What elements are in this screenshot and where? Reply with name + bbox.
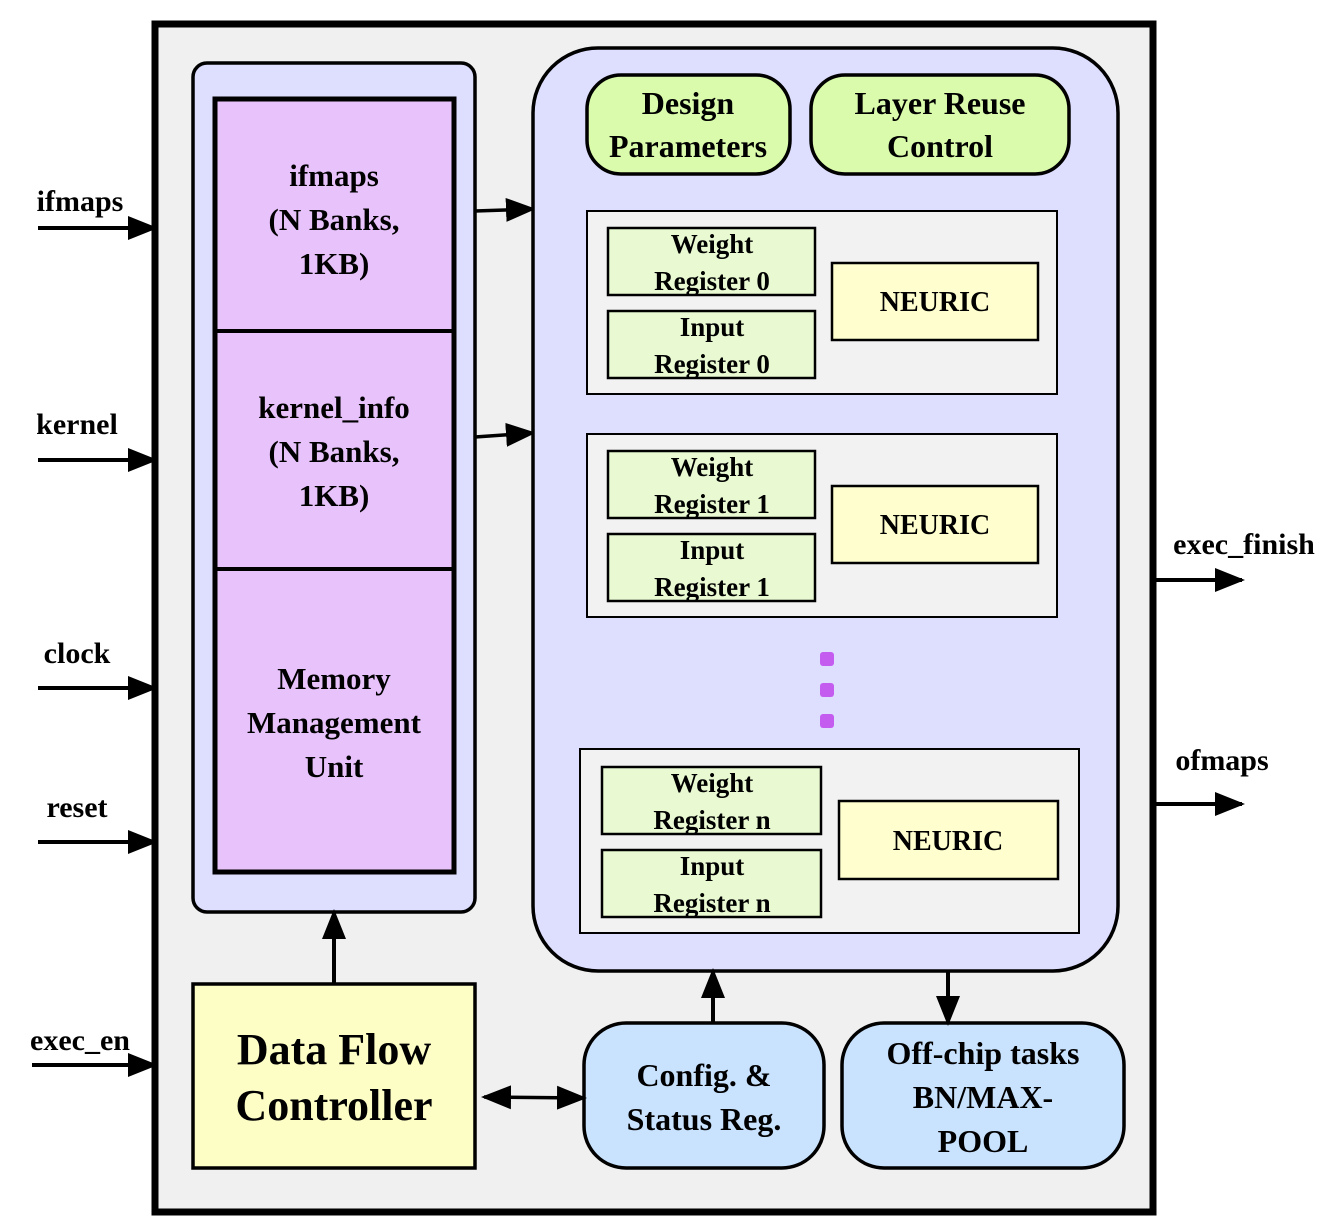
weight-register-1: [606, 449, 817, 520]
svg-text:Weight: Weight: [671, 768, 754, 798]
signal-label-clock: clock: [44, 637, 111, 670]
weight-register-0: [606, 226, 817, 297]
memory-management-unit: Memory Management Unit: [247, 661, 422, 784]
svg-text:NEURIC: NEURIC: [893, 826, 1003, 857]
svg-text:BN/MAX-: BN/MAX-: [913, 1079, 1053, 1115]
svg-text:Data Flow: Data Flow: [237, 1025, 432, 1074]
signal-label-kernel: kernel: [36, 408, 118, 441]
offchip-tasks-box: Off-chip tasks BN/MAX- POOL: [840, 1021, 1126, 1170]
svg-text:1KB): 1KB): [299, 478, 370, 513]
memory-to-compute-arrows: [474, 197, 536, 447]
svg-text:Input: Input: [680, 535, 745, 565]
signal-label-exec-finish: exec_finish: [1173, 528, 1315, 561]
memory-stack: [212, 96, 457, 875]
svg-text:Register 0: Register 0: [654, 349, 770, 379]
data-flow-controller-box: Data Flow Controller: [191, 982, 477, 1170]
input-register-1: [606, 532, 817, 603]
svg-text:(N Banks,: (N Banks,: [269, 202, 400, 237]
weight-register-n: [600, 765, 823, 836]
svg-text:Input: Input: [680, 851, 745, 881]
signal-label-reset: reset: [46, 791, 107, 824]
svg-text:Controller: Controller: [235, 1081, 432, 1130]
svg-text:Register 1: Register 1: [654, 572, 770, 602]
svg-text:Register 0: Register 0: [654, 266, 770, 296]
neuric-core-1: [830, 484, 1040, 565]
svg-text:Parameters: Parameters: [609, 128, 767, 164]
svg-text:Register n: Register n: [653, 888, 770, 918]
layer-reuse-control-box: Layer Reuse Control: [809, 73, 1071, 176]
svg-text:Weight: Weight: [671, 452, 754, 482]
svg-text:Design: Design: [642, 85, 735, 121]
svg-text:POOL: POOL: [938, 1123, 1029, 1159]
svg-text:NEURIC: NEURIC: [880, 510, 990, 541]
pe-unit-1: Weight Register 1 Input Register 1 NEURI…: [586, 433, 1058, 618]
svg-text:Status Reg.: Status Reg.: [627, 1101, 782, 1137]
memory-kernel-info: kernel_info (N Banks, 1KB): [258, 390, 410, 513]
svg-text:Register n: Register n: [653, 805, 770, 835]
signal-label-ifmaps: ifmaps: [37, 185, 124, 218]
input-register-0: [606, 309, 817, 380]
svg-text:NEURIC: NEURIC: [880, 287, 990, 318]
svg-text:ifmaps: ifmaps: [289, 158, 379, 193]
svg-text:Control: Control: [887, 128, 993, 164]
output-signals: exec_finish ofmaps: [1153, 528, 1315, 816]
svg-text:kernel_info: kernel_info: [258, 390, 410, 425]
config-status-box: Config. & Status Reg.: [582, 1021, 826, 1170]
svg-text:Unit: Unit: [305, 749, 364, 784]
design-parameters-box: Design Parameters: [585, 73, 792, 176]
svg-text:Management: Management: [247, 705, 422, 740]
signal-label-exec-en: exec_en: [30, 1024, 130, 1057]
svg-text:Register 1: Register 1: [654, 489, 770, 519]
svg-text:Layer Reuse: Layer Reuse: [855, 85, 1026, 121]
svg-text:Config. &: Config. &: [636, 1057, 771, 1093]
ellipsis-dots: [820, 652, 834, 728]
neuric-core-0: [830, 261, 1040, 342]
pe-unit-n: Weight Register n Input Register n NEURI…: [579, 748, 1080, 934]
input-signals: ifmaps kernel clock reset exec_en: [30, 185, 158, 1077]
svg-text:Weight: Weight: [671, 229, 754, 259]
svg-text:Off-chip tasks: Off-chip tasks: [887, 1035, 1080, 1071]
control-arrows: [322, 909, 960, 1110]
memory-ifmaps: ifmaps (N Banks, 1KB): [269, 158, 400, 281]
input-register-n: [600, 848, 823, 919]
svg-text:1KB): 1KB): [299, 246, 370, 281]
signal-label-ofmaps: ofmaps: [1175, 744, 1268, 777]
svg-text:Input: Input: [680, 312, 745, 342]
svg-text:(N Banks,: (N Banks,: [269, 434, 400, 469]
pe-unit-0: Weight Register 0 Input Register 0 NEURI…: [586, 210, 1058, 395]
neuric-core-n: [837, 799, 1060, 881]
svg-text:Memory: Memory: [277, 661, 391, 696]
